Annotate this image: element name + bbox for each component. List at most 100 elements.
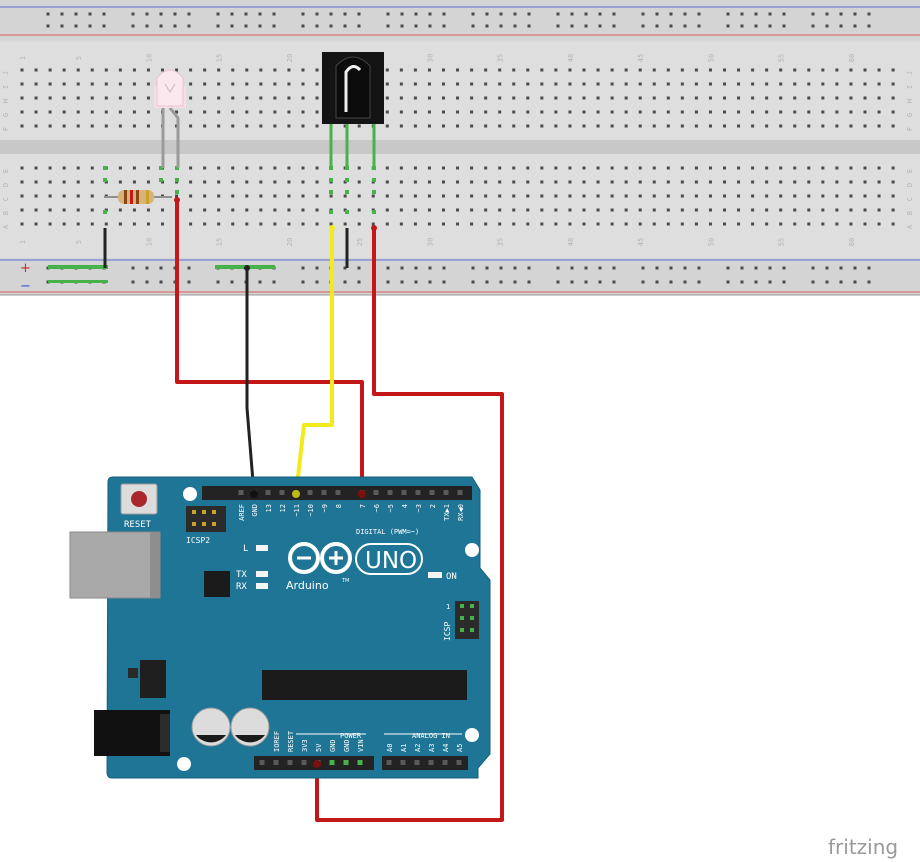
breadboard-hole [217, 96, 221, 100]
breadboard-hole [189, 222, 193, 226]
usb-port[interactable] [69, 531, 161, 599]
breadboard-hole [708, 96, 712, 100]
rail-hole [570, 280, 574, 284]
breadboard-hole [413, 208, 417, 212]
breadboard-hole [849, 96, 853, 100]
breadboard-hole [273, 82, 277, 86]
rail-hole [301, 12, 305, 16]
rail-hole [471, 280, 475, 284]
ir-receiver[interactable] [322, 52, 384, 168]
breadboard-hole [877, 208, 881, 212]
wire-red-led[interactable] [175, 200, 364, 494]
breadboard-hole [694, 194, 698, 198]
capacitor-stripe [235, 735, 265, 743]
breadboard-hole [723, 208, 726, 212]
led[interactable] [154, 69, 186, 168]
breadboard-hole [442, 124, 445, 128]
breadboard-hole [34, 222, 38, 226]
breadboard-hole [680, 110, 684, 114]
breadboard-hole [540, 222, 544, 226]
breadboard-hole [259, 166, 263, 170]
rail-hole [853, 266, 857, 270]
rail-hole [88, 24, 92, 28]
breadboard-hole [582, 110, 586, 114]
rail-hole [825, 266, 829, 270]
breadboard-hole [48, 180, 52, 184]
breadboard-hole [329, 222, 333, 226]
icsp2-pin [202, 510, 206, 514]
breadboard-hole [273, 68, 277, 72]
dc-power-jack[interactable] [94, 710, 170, 756]
rail-hole [556, 12, 560, 16]
rail-hole [386, 12, 390, 16]
reset-button[interactable] [120, 483, 158, 515]
breadboard-hole [779, 166, 783, 170]
resistor[interactable] [104, 190, 172, 204]
breadboard-hole [807, 166, 811, 170]
breadboard-hole [638, 82, 642, 86]
rail-hole [556, 24, 560, 28]
breadboard-hole [554, 96, 558, 100]
breadboard-hole [231, 110, 235, 114]
rail-hole [471, 266, 475, 270]
breadboard-hole [118, 68, 122, 72]
breadboard-hole [456, 82, 460, 86]
rail-hole [641, 24, 645, 28]
breadboard-hole [442, 110, 445, 114]
breadboard-hole [765, 124, 769, 128]
breadboard-hole [877, 222, 881, 226]
breadboard-hole [863, 96, 867, 100]
breadboard-hole [484, 124, 488, 128]
breadboard-hole [765, 68, 769, 72]
breadboard-hole [62, 166, 66, 170]
breadboard-hole [498, 166, 502, 170]
wire-black-gnd[interactable] [245, 268, 256, 495]
row-label: I [2, 85, 10, 89]
breadboard-hole [132, 68, 136, 72]
breadboard-hole [399, 110, 403, 114]
rail-hole [187, 280, 191, 284]
breadboard-hole [259, 68, 263, 72]
rail-hole [46, 12, 50, 16]
breadboard-hole [287, 96, 291, 100]
breadboard-hole [863, 194, 867, 198]
breadboard-hole [779, 96, 783, 100]
model-name: UNO [365, 548, 417, 574]
rail-highlight-minus [48, 280, 108, 283]
breadboard-hole [146, 180, 150, 184]
wire-red-5v[interactable] [315, 228, 504, 822]
header-hole [238, 490, 244, 495]
breadboard-hole [385, 68, 389, 72]
digital-pin-label: 4 [401, 504, 409, 508]
breadboard-hole [217, 180, 221, 184]
breadboard-hole [48, 68, 52, 72]
breadboard-hole [638, 194, 642, 198]
breadboard-hole [512, 110, 516, 114]
breadboard-hole [554, 110, 558, 114]
breadboard-hole [610, 208, 614, 212]
rail-hole [46, 24, 50, 28]
led-l-label: L [243, 544, 248, 554]
breadboard-hole [273, 180, 277, 184]
breadboard-hole [343, 124, 347, 128]
breadboard-hole [652, 96, 656, 100]
breadboard-hole [666, 208, 670, 212]
breadboard-hole [90, 166, 94, 170]
digital-pin-label: 8 [335, 504, 343, 508]
breadboard-hole [287, 124, 291, 128]
breadboard-hole [877, 96, 881, 100]
row-label: G [2, 113, 10, 117]
breadboard-hole [807, 68, 811, 72]
breadboard-hole [526, 82, 530, 86]
analog-pin-label: A2 [414, 744, 422, 752]
breadboard-hole [568, 110, 572, 114]
breadboard-hole [596, 194, 600, 198]
breadboard-hole [48, 124, 52, 128]
breadboard-hole [540, 180, 544, 184]
rail-hole [230, 24, 234, 28]
rail-hole [612, 280, 616, 284]
header-hole [429, 490, 435, 495]
wire-yellow-signal[interactable] [294, 228, 334, 495]
